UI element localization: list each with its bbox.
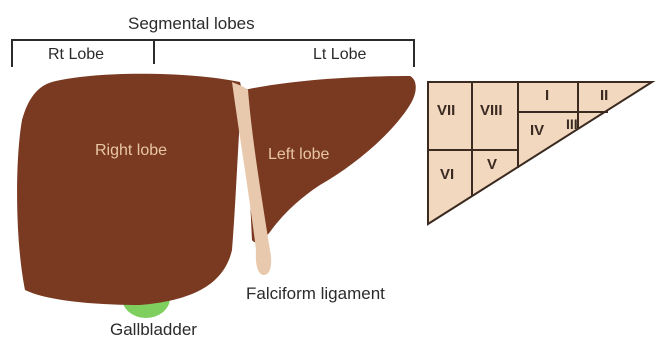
lt-lobe-label: Lt Lobe <box>313 46 366 64</box>
right-lobe-label: Right lobe <box>95 142 167 160</box>
left-lobe-label: Left lobe <box>268 146 329 164</box>
gallbladder-label: Gallbladder <box>110 320 197 340</box>
right-lobe-shape <box>17 74 242 305</box>
falciform-ligament-label: Falciform ligament <box>246 284 385 304</box>
rt-lobe-label: Rt Lobe <box>48 46 104 64</box>
segment-iv: IV <box>530 122 544 139</box>
segment-triangle <box>428 82 652 224</box>
segment-viii: VIII <box>480 102 503 119</box>
segment-vii: VII <box>437 102 455 119</box>
segment-vi: VI <box>440 166 454 183</box>
segment-i: I <box>545 87 549 104</box>
segment-ii: II <box>600 87 608 104</box>
segment-v: V <box>487 156 497 173</box>
segmental-lobes-heading: Segmental lobes <box>128 14 255 34</box>
segment-iii: III <box>566 116 578 132</box>
